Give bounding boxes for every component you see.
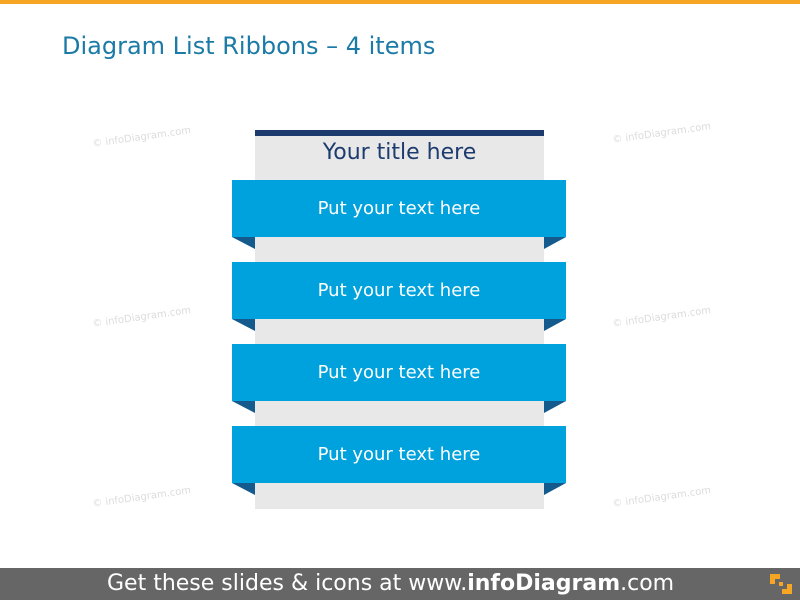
footer-brand: infoDiagram	[467, 571, 621, 596]
top-accent-bar	[0, 0, 800, 4]
ribbon-fold-right	[544, 401, 566, 413]
footer-suffix: .com	[620, 571, 675, 596]
ribbon-fold-left	[232, 319, 255, 331]
ribbon-item-3[interactable]: Put your text here	[232, 344, 566, 401]
ribbon-label: Put your text here	[317, 362, 481, 383]
ribbon-fold-right	[544, 319, 566, 331]
watermark: © infoDiagram.com	[91, 125, 192, 150]
ribbon-fold-left	[232, 483, 255, 495]
ribbon-fold-right	[544, 237, 566, 249]
panel-top-line	[255, 130, 544, 136]
ribbon-fold-left	[232, 401, 255, 413]
ribbon-fold-left	[232, 237, 255, 249]
slide-title: Diagram List Ribbons – 4 items	[62, 32, 436, 60]
watermark: © infoDiagram.com	[611, 485, 712, 510]
footer-banner: Get these slides & icons at www.infoDiag…	[0, 568, 800, 600]
infodiagram-logo-icon	[770, 574, 792, 594]
ribbon-label: Put your text here	[317, 444, 481, 465]
diagram-title: Your title here	[322, 140, 477, 165]
ribbon-fold-right	[544, 483, 566, 495]
watermark: © infoDiagram.com	[611, 305, 712, 330]
watermark: © infoDiagram.com	[611, 121, 712, 146]
watermark: © infoDiagram.com	[91, 305, 192, 330]
ribbon-item-2[interactable]: Put your text here	[232, 262, 566, 319]
footer-prefix: Get these slides & icons at www.	[107, 571, 468, 596]
ribbon-label: Put your text here	[317, 198, 481, 219]
footer-link[interactable]: Get these slides & icons at www.infoDiag…	[107, 568, 674, 600]
watermark: © infoDiagram.com	[91, 485, 192, 510]
ribbon-item-4[interactable]: Put your text here	[232, 426, 566, 483]
ribbon-label: Put your text here	[317, 280, 481, 301]
ribbon-item-1[interactable]: Put your text here	[232, 180, 566, 237]
